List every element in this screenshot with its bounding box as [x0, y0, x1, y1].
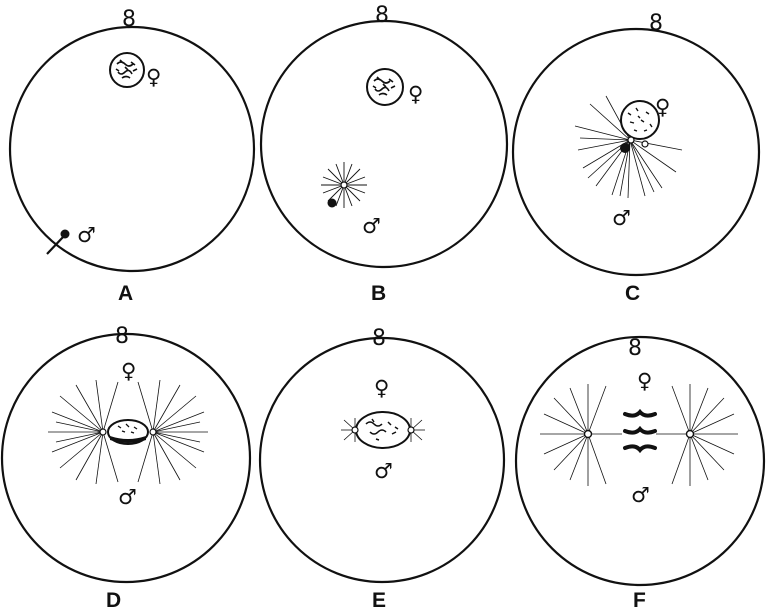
- panel-d: 8 ♀ ♂ D: [0, 324, 252, 612]
- polar-bodies: 8: [375, 3, 389, 28]
- centrosome: [583, 429, 593, 439]
- polar-bodies: 8: [372, 326, 386, 351]
- egg-cell-outline: [259, 19, 509, 269]
- female-symbol: ♀: [408, 82, 423, 106]
- centrosome: [641, 140, 649, 148]
- fusing-pronuclei: [107, 419, 149, 445]
- male-symbol: ♂: [612, 206, 631, 230]
- sperm: [46, 229, 70, 255]
- female-pronucleus: [366, 68, 404, 106]
- panel-f: 8 ♀ ♂ F: [514, 335, 766, 612]
- centrosome: [407, 426, 415, 434]
- centrosome: [685, 429, 695, 439]
- centrosome: [99, 428, 107, 436]
- centrosome: [627, 136, 635, 144]
- chromosomes: [623, 408, 657, 454]
- sperm-aster: [574, 95, 683, 199]
- left-aster: [48, 379, 119, 485]
- egg-cell-outline: [258, 336, 506, 584]
- female-pronucleus: [109, 52, 145, 88]
- zygote-nucleus: [355, 411, 411, 449]
- polar-bodies: 8: [649, 11, 663, 36]
- panel-b: 8 ♀ ♂ B: [259, 3, 509, 305]
- right-aster: [137, 379, 208, 485]
- sperm-head: [620, 143, 630, 153]
- panel-e: 8 ♀ ♂ E: [258, 326, 506, 612]
- female-symbol: ♀: [637, 369, 652, 393]
- panel-c: 8 ♀ ♂ C: [511, 11, 761, 305]
- female-pronucleus: [620, 100, 660, 140]
- panel-label-b: B: [371, 282, 386, 305]
- polar-bodies: 8: [628, 336, 642, 361]
- panel-label-c: C: [625, 282, 640, 305]
- polar-bodies: 8: [122, 7, 136, 32]
- female-symbol: ♀: [374, 376, 389, 400]
- male-symbol: ♂: [362, 214, 381, 238]
- left-aster: [540, 384, 622, 486]
- egg-cell-outline: [511, 27, 761, 277]
- male-symbol: ♂: [77, 223, 96, 247]
- male-symbol: ♂: [374, 459, 393, 483]
- female-symbol: ♀: [655, 95, 670, 119]
- panel-label-a: A: [118, 282, 133, 305]
- egg-cell-outline: [8, 25, 256, 273]
- female-symbol: ♀: [146, 65, 161, 89]
- panel-a: 8 ♀ ♂ A: [8, 7, 256, 305]
- panel-label-d: D: [106, 589, 121, 612]
- centrosome: [149, 428, 157, 436]
- panel-label-f: F: [633, 589, 646, 612]
- polar-bodies: 8: [115, 324, 129, 349]
- male-symbol: ♂: [631, 483, 650, 507]
- male-symbol: ♂: [118, 485, 137, 509]
- right-aster: [656, 384, 738, 486]
- egg-cell-outline: [514, 335, 766, 587]
- panel-label-e: E: [372, 589, 386, 612]
- egg-cell-outline: [0, 332, 252, 584]
- female-symbol: ♀: [121, 359, 136, 383]
- sperm-aster: [321, 162, 367, 208]
- centrosome: [351, 426, 359, 434]
